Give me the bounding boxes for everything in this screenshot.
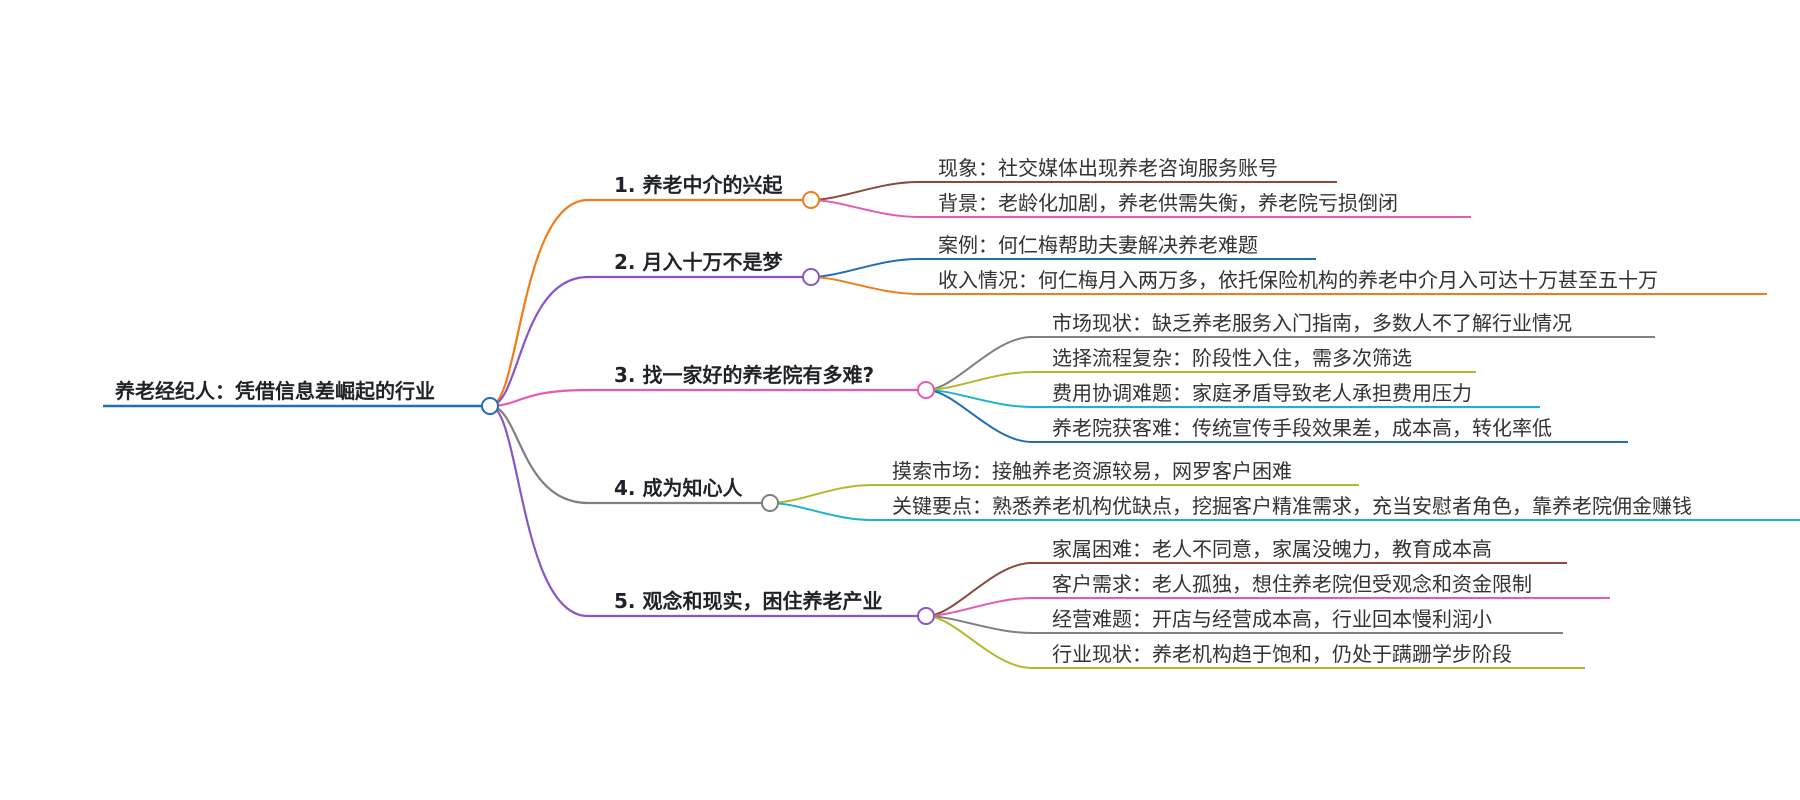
leaf-connector: [925, 615, 1033, 634]
leaf-topic[interactable]: 背景：老龄化加剧，养老供需失衡，养老院亏损倒闭: [938, 191, 1398, 215]
leaf-connector: [925, 597, 1033, 617]
leaf-connector: [769, 502, 873, 521]
leaf-connector: [925, 336, 1033, 391]
leaf-topic[interactable]: 养老院获客难：传统宣传手段效果差，成本高，转化率低: [1052, 416, 1552, 440]
leaf-connector: [925, 389, 1033, 443]
leaf-topic[interactable]: 客户需求：老人孤独，想住养老院但受观念和资金限制: [1052, 572, 1532, 596]
leaf-topic[interactable]: 收入情况：何仁梅月入两万多，依托保险机构的养老中介月入可达十万甚至五十万: [938, 268, 1658, 292]
leaf-topic[interactable]: 费用协调难题：家庭矛盾导致老人承担费用压力: [1052, 381, 1472, 405]
leaf-connector: [925, 562, 1033, 617]
branch-collapse-toggle[interactable]: [761, 494, 779, 512]
branch-connector: [489, 404, 589, 618]
leaf-connector: [925, 371, 1033, 391]
branch-collapse-toggle[interactable]: [802, 191, 820, 209]
branch-collapse-toggle[interactable]: [917, 607, 935, 625]
branch-topic[interactable]: 2. 月入十万不是梦: [614, 250, 783, 274]
leaf-topic[interactable]: 选择流程复杂：阶段性入住，需多次筛选: [1052, 346, 1412, 370]
leaf-connector: [769, 484, 873, 504]
branch-topic[interactable]: 4. 成为知心人: [614, 476, 743, 500]
branch-topic[interactable]: 1. 养老中介的兴起: [614, 173, 783, 197]
leaf-connector: [925, 389, 1033, 408]
branch-topic[interactable]: 5. 观念和现实，困住养老产业: [614, 589, 883, 613]
leaf-connector: [810, 258, 919, 278]
root-topic[interactable]: 养老经纪人：凭借信息差崛起的行业: [115, 379, 435, 403]
leaf-topic[interactable]: 家属困难：老人不同意，家属没魄力，教育成本高: [1052, 537, 1492, 561]
leaf-connector: [810, 199, 919, 218]
leaf-connector: [925, 615, 1033, 669]
branch-connector: [489, 198, 589, 408]
branch-topic[interactable]: 3. 找一家好的养老院有多难?: [614, 363, 875, 387]
leaf-topic[interactable]: 现象：社交媒体出现养老咨询服务账号: [938, 156, 1278, 180]
leaf-topic[interactable]: 关键要点：熟悉养老机构优缺点，挖掘客户精准需求，充当安慰者角色，靠养老院佣金赚钱: [892, 494, 1692, 518]
branch-connector: [489, 275, 589, 408]
leaf-topic[interactable]: 经营难题：开店与经营成本高，行业回本慢利润小: [1052, 607, 1492, 631]
leaf-topic[interactable]: 行业现状：养老机构趋于饱和，仍处于蹒跚学步阶段: [1052, 642, 1512, 666]
root-collapse-toggle[interactable]: [481, 397, 499, 415]
leaf-connector: [810, 276, 919, 295]
leaf-connector: [810, 181, 919, 201]
leaf-topic[interactable]: 摸索市场：接触养老资源较易，网罗客户困难: [892, 459, 1292, 483]
branch-connector: [489, 404, 589, 505]
branch-collapse-toggle[interactable]: [802, 268, 820, 286]
leaf-topic[interactable]: 案例：何仁梅帮助夫妻解决养老难题: [938, 233, 1258, 257]
branch-collapse-toggle[interactable]: [917, 381, 935, 399]
leaf-topic[interactable]: 市场现状：缺乏养老服务入门指南，多数人不了解行业情况: [1052, 311, 1572, 335]
